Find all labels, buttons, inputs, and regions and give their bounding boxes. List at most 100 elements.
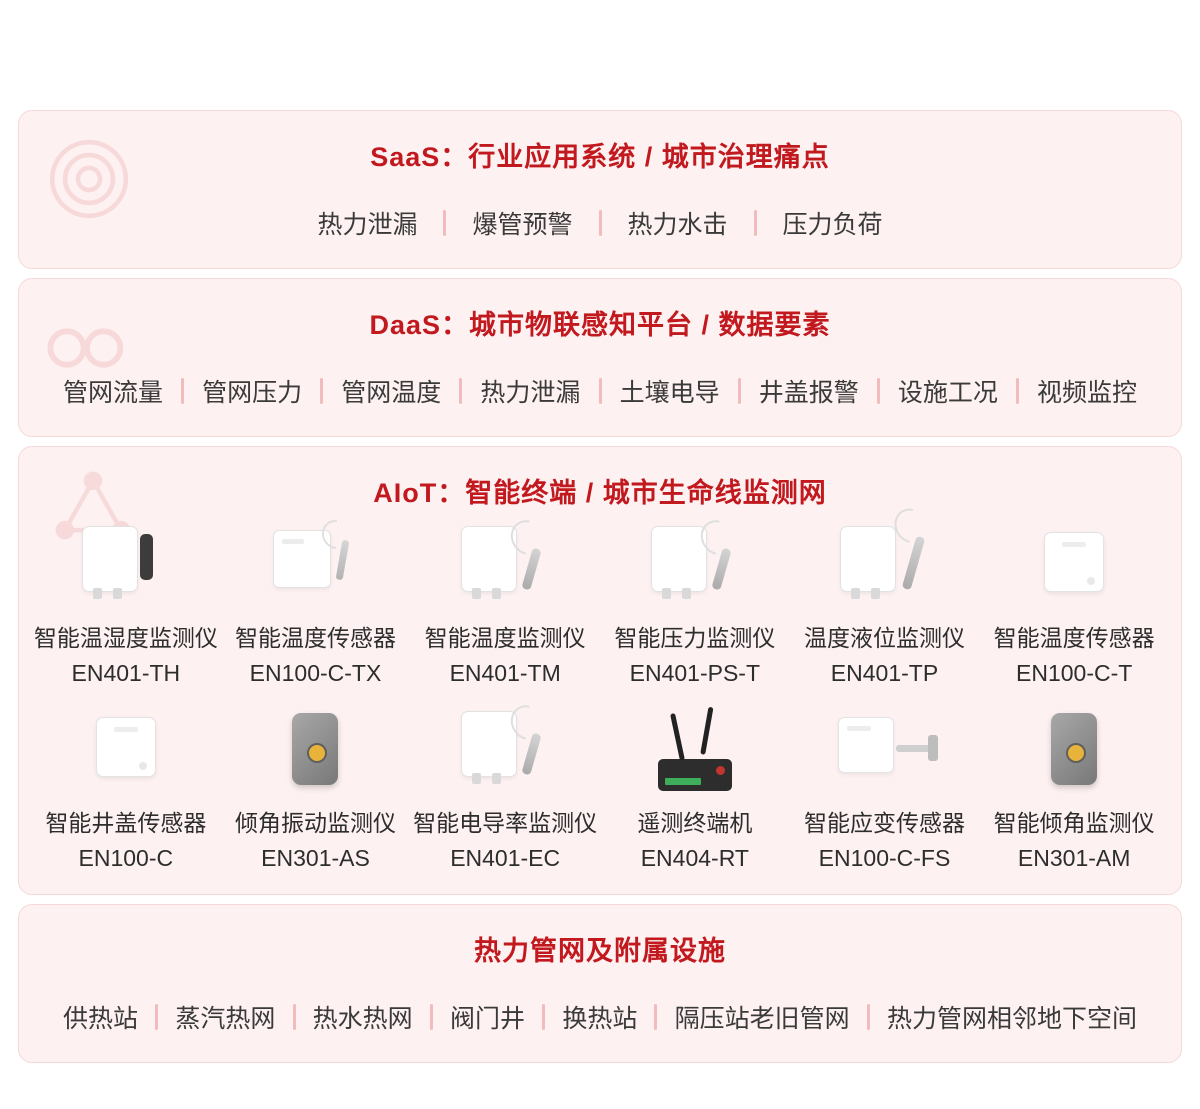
device-body xyxy=(95,716,156,777)
separator xyxy=(155,1003,159,1030)
product-model: EN100-C-FS xyxy=(818,844,951,871)
product-model: EN100-C-TX xyxy=(249,659,382,686)
device-accessory xyxy=(711,547,732,591)
device-body xyxy=(461,710,518,784)
product-name: 智能温度监测仪 xyxy=(424,625,586,651)
device-image-icon xyxy=(600,705,790,803)
separator xyxy=(737,378,741,404)
saas-item: 热力水击 xyxy=(627,211,728,239)
separator xyxy=(320,378,324,404)
device-image-icon xyxy=(790,520,980,618)
device-image-icon xyxy=(31,705,221,803)
product-name: 遥测终端机 xyxy=(637,809,753,836)
device-body xyxy=(1044,532,1105,592)
saas-item: 爆管预警 xyxy=(472,211,573,239)
separator xyxy=(429,1003,433,1030)
daas-item: 井盖报警 xyxy=(758,379,859,407)
daas-item: 管网压力 xyxy=(202,379,303,407)
device-accessory xyxy=(139,534,153,580)
infrastructure-item: 蒸汽热网 xyxy=(175,1004,276,1033)
product-name: 智能温度传感器 xyxy=(234,625,396,651)
product-card: 智能倾角监测仪 EN301-AM xyxy=(979,705,1169,872)
product-card: 倾角振动监测仪 EN301-AS xyxy=(221,705,411,872)
device-body xyxy=(840,526,897,599)
device-image-icon xyxy=(410,705,600,803)
product-card: 温度液位监测仪 EN401-TP xyxy=(790,520,980,687)
section-saas: SaaS：行业应用系统 / 城市治理痛点 热力泄漏 爆管预警 热力水击 压力负荷 xyxy=(18,110,1182,269)
device-accessory xyxy=(902,535,926,591)
device-image-icon xyxy=(790,705,980,803)
product-model: EN100-C xyxy=(78,844,174,871)
product-name: 倾角振动监测仪 xyxy=(234,809,396,836)
product-model: EN301-AS xyxy=(261,844,370,871)
infrastructure-item: 热水热网 xyxy=(312,1004,413,1033)
product-card: 智能温湿度监测仪 EN401-TH xyxy=(31,520,221,687)
product-model: EN401-TH xyxy=(71,659,181,686)
separator xyxy=(459,378,463,404)
product-name: 智能压力监测仪 xyxy=(614,625,776,651)
section-daas: DaaS：城市物联感知平台 / 数据要素 管网流量 管网压力 管网温度 热力泄漏… xyxy=(18,278,1182,437)
device-image-icon xyxy=(31,520,221,618)
device-image-icon xyxy=(979,520,1169,618)
saas-item: 热力泄漏 xyxy=(317,211,418,239)
device-accessory xyxy=(336,539,350,581)
product-card: 智能温度监测仪 EN401-TM xyxy=(410,520,600,687)
device-accessory xyxy=(669,712,685,761)
device-body xyxy=(657,758,732,791)
daas-item: 管网温度 xyxy=(341,379,442,407)
infrastructure-item: 供热站 xyxy=(63,1004,139,1033)
infrastructure-item-row: 供热站 蒸汽热网 热水热网 阀门井 换热站 隔压站老旧管网 热力管网相邻地下空间 xyxy=(19,999,1181,1035)
product-model: EN100-C-T xyxy=(1016,659,1133,686)
infrastructure-item: 阀门井 xyxy=(449,1004,525,1033)
device-accessory xyxy=(521,732,542,776)
product-grid: 智能温湿度监测仪 EN401-TH 智能温度传感器 EN100-C-TX xyxy=(31,520,1169,872)
separator xyxy=(876,378,880,404)
daas-item: 土壤电导 xyxy=(619,379,720,407)
device-image-icon xyxy=(221,705,411,803)
product-card: 智能电导率监测仪 EN401-EC xyxy=(410,705,600,872)
product-model: EN401-TM xyxy=(449,659,561,686)
daas-item: 设施工况 xyxy=(897,379,998,407)
daas-title: DaaS：城市物联感知平台 / 数据要素 xyxy=(369,310,831,340)
infrastructure-title: 热力管网及附属设施 xyxy=(474,935,726,966)
device-body xyxy=(292,712,339,785)
product-card: 智能压力监测仪 EN401-PS-T xyxy=(600,520,790,687)
separator xyxy=(654,1003,658,1030)
device-image-icon xyxy=(600,520,790,618)
aiot-title: AIoT：智能终端 / 城市生命线监测网 xyxy=(373,478,827,508)
device-image-icon xyxy=(221,520,411,618)
product-card: 智能井盖传感器 EN100-C xyxy=(31,705,221,872)
product-name: 智能井盖传感器 xyxy=(45,809,207,836)
separator xyxy=(598,210,602,236)
saas-item-row: 热力泄漏 爆管预警 热力水击 压力负荷 xyxy=(19,205,1181,241)
daas-item: 热力泄漏 xyxy=(480,379,581,407)
infrastructure-item: 隔压站老旧管网 xyxy=(674,1004,850,1033)
page: SaaS：行业应用系统 / 城市治理痛点 热力泄漏 爆管预警 热力水击 压力负荷 xyxy=(0,0,1200,1063)
product-name: 智能倾角监测仪 xyxy=(993,809,1155,836)
product-name: 智能温湿度监测仪 xyxy=(33,625,218,651)
daas-item: 管网流量 xyxy=(63,379,164,407)
device-body xyxy=(461,526,518,599)
product-model: EN401-TP xyxy=(830,659,939,686)
product-name: 温度液位监测仪 xyxy=(803,625,965,651)
device-body xyxy=(650,526,707,599)
separator xyxy=(598,378,602,404)
product-model: EN401-EC xyxy=(450,844,561,871)
product-name: 智能电导率监测仪 xyxy=(413,809,598,836)
separator xyxy=(1015,378,1019,404)
section-infrastructure: 热力管网及附属设施 供热站 蒸汽热网 热水热网 阀门井 换热站 隔压站老旧管网 xyxy=(18,903,1182,1063)
device-body xyxy=(273,530,332,588)
separator xyxy=(866,1003,870,1030)
separator xyxy=(753,210,757,236)
saas-item: 压力负荷 xyxy=(782,211,883,239)
device-image-icon xyxy=(410,520,600,618)
device-accessory xyxy=(521,547,542,591)
product-model: EN404-RT xyxy=(640,844,749,871)
separator xyxy=(292,1003,296,1030)
product-card: 智能应变传感器 EN100-C-FS xyxy=(790,705,980,872)
device-body xyxy=(838,716,895,773)
infrastructure-item: 换热站 xyxy=(562,1004,638,1033)
daas-item-row: 管网流量 管网压力 管网温度 热力泄漏 土壤电导 井盖报警 设施工况 xyxy=(19,373,1181,409)
product-model: EN301-AM xyxy=(1017,844,1131,871)
device-body xyxy=(81,526,138,599)
